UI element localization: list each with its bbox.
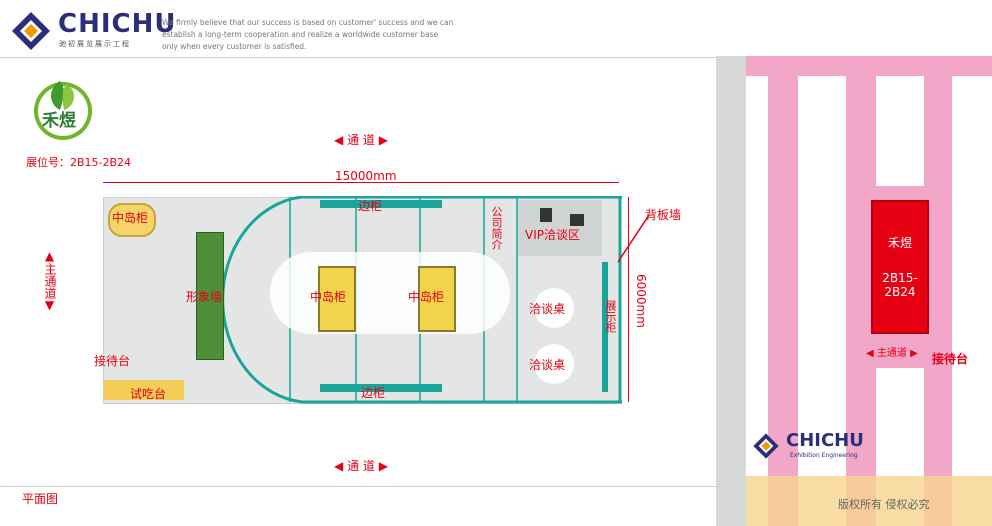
map-brand-name: CHICHU xyxy=(786,430,864,451)
backwall-label: 背板墙 xyxy=(645,208,682,222)
yellow-zone xyxy=(746,476,992,526)
side-cabinet-top-label: 边柜 xyxy=(358,199,383,213)
map-main-aisle-label: 主通道 xyxy=(876,348,907,359)
hall-map xyxy=(716,56,992,526)
slogan: We firmly believe that our success is ba… xyxy=(162,17,462,53)
reception-label: 接待台 xyxy=(94,354,131,368)
image-wall xyxy=(196,232,224,360)
map-main-aisle: ◀ 主通道 ▶ xyxy=(866,344,918,359)
side-cabinet-bottom-label: 边柜 xyxy=(361,386,386,400)
tasting-counter xyxy=(104,380,184,400)
chichu-logo-icon xyxy=(752,432,780,460)
width-dimension: 15000mm xyxy=(335,169,397,183)
arrow-right-icon: ▶ xyxy=(378,459,388,473)
booth-number-line1: 2B15- xyxy=(882,271,918,285)
mid-island-cabinet-1 xyxy=(318,266,356,332)
width-dimension-line xyxy=(103,182,619,183)
arrow-left-icon: ◀ xyxy=(334,133,344,147)
highlighted-booth: 禾煜 2B15- 2B24 xyxy=(871,200,929,334)
negotiation-table-2 xyxy=(534,344,574,384)
island-mid1-label: 中岛柜 xyxy=(310,290,347,304)
island-left-label: 中岛柜 xyxy=(112,211,149,225)
image-wall-label: 形象墙 xyxy=(186,290,223,304)
negotiation-table-1 xyxy=(534,288,574,328)
table2-label: 洽谈桌 xyxy=(529,358,566,372)
slogan-line: only when every customer is satisfied. xyxy=(162,42,307,51)
arrow-right-icon: ▶ xyxy=(910,348,918,359)
main-aisle-left-label: 主通道 xyxy=(43,263,57,299)
leaf-icon xyxy=(34,81,92,140)
vip-label: VIP洽谈区 xyxy=(525,228,580,242)
header-divider xyxy=(0,57,992,58)
mid-island-cabinet-2 xyxy=(418,266,456,332)
booth-name: 禾煜 xyxy=(887,236,912,250)
arrow-right-icon: ▶ xyxy=(378,133,388,147)
aisle-bottom: ◀ 通 道 ▶ xyxy=(334,457,388,474)
display-cabinet-label: 展示柜 xyxy=(604,300,617,333)
tasting-label: 试吃台 xyxy=(130,387,167,401)
vip-chair xyxy=(570,214,584,226)
arrow-up-icon: ▲ xyxy=(44,249,55,263)
client-logo: 禾煜 xyxy=(30,76,96,142)
booth-column xyxy=(876,76,924,186)
arrow-left-icon: ◀ xyxy=(334,459,344,473)
client-logo-text: 禾煜 xyxy=(42,111,76,131)
vip-chair xyxy=(540,208,552,222)
vip-area xyxy=(518,200,602,256)
island-mid2-label: 中岛柜 xyxy=(408,290,445,304)
booth-number-label: 展位号：2B15-2B24 xyxy=(26,156,132,169)
map-reception-label: 接待台 xyxy=(932,352,969,366)
left-island-cabinet xyxy=(108,203,156,237)
slogan-line: establish a long-term cooperation and re… xyxy=(162,30,439,39)
booth-number-line2: 2B24 xyxy=(884,285,916,299)
main-aisle-left: ▲ 主通道 ▼ xyxy=(43,249,57,312)
depth-dimension-line xyxy=(628,197,629,402)
booth-column xyxy=(746,76,768,376)
side-cabinet-top-bar xyxy=(320,200,442,208)
hall-area xyxy=(746,56,992,526)
chichu-logo-icon xyxy=(10,10,52,52)
aisle-top: ◀ 通 道 ▶ xyxy=(334,131,388,148)
depth-dimension: 6000mm xyxy=(634,274,648,328)
backwall-pointer xyxy=(617,214,650,263)
brand-subtitle: 驰初展览展示工程 xyxy=(59,40,131,48)
brand-name: CHICHU xyxy=(58,9,177,39)
footer-divider xyxy=(0,486,720,487)
booth-column xyxy=(952,76,992,376)
display-cabinet-bar xyxy=(602,262,608,392)
copyright-label: 版权所有 侵权必究 xyxy=(838,498,930,511)
booth-column xyxy=(798,76,846,376)
company-intro-label: 公司简介 xyxy=(490,206,503,250)
arrow-left-icon: ◀ xyxy=(866,348,874,359)
footer-left-label: 平面图 xyxy=(22,492,59,506)
table1-label: 洽谈桌 xyxy=(529,302,566,316)
map-brand-subtitle: Exhibition Engineering xyxy=(790,452,858,459)
slogan-line: We firmly believe that our success is ba… xyxy=(162,18,454,27)
arrow-down-icon: ▼ xyxy=(44,298,55,312)
aisle-bottom-label: 通 道 xyxy=(347,459,375,473)
aisle-top-label: 通 道 xyxy=(347,133,375,147)
side-cabinet-bottom-bar xyxy=(320,384,442,392)
